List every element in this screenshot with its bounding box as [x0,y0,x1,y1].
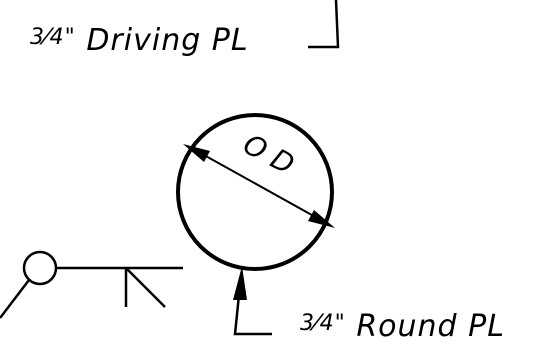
round-plate-fraction: 3⁄4" [300,311,346,336]
driving-plate-leader [308,0,340,49]
weld-symbol [0,250,183,319]
round-plate-circle [176,113,334,271]
driving-plate-text: Driving PL [75,23,249,58]
od-arrowhead-right [308,210,335,228]
driving-plate-label: 3⁄4" Driving PL [30,26,249,56]
round-plate-leader [233,284,272,336]
od-dimension-text: O D [238,127,300,181]
driving-plate-fraction: 3⁄4" [30,25,76,50]
round-plate-label: 3⁄4" Round PL [300,312,505,342]
round-plate-leader-arrowhead [233,266,247,300]
od-dimension-line [194,149,329,225]
od-arrowhead-left [183,144,210,162]
round-plate-text: Round PL [345,309,505,344]
